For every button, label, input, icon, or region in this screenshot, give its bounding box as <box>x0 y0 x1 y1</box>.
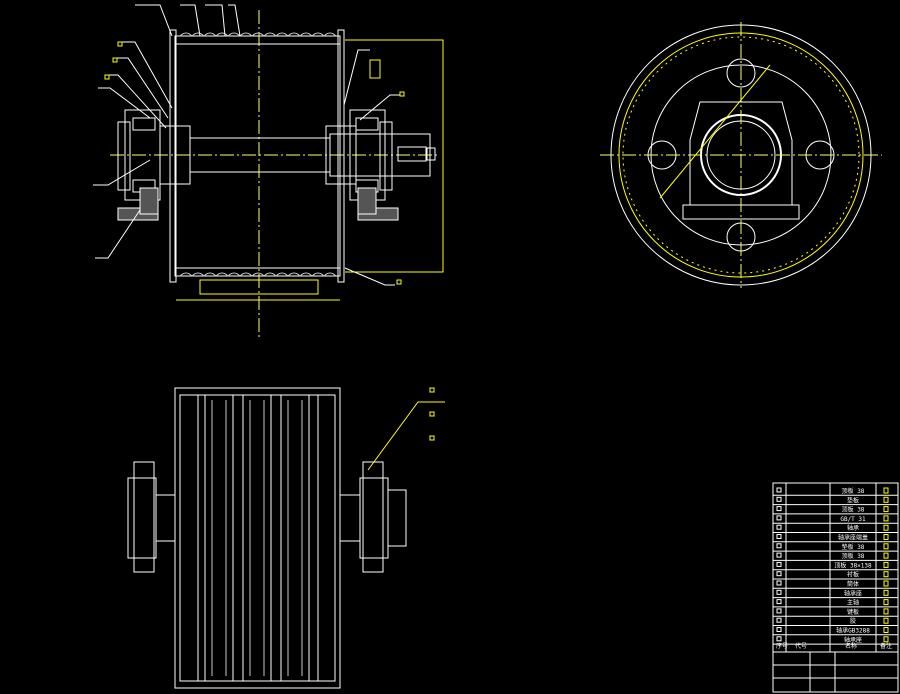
tb-row-qty <box>883 589 889 596</box>
tb-row-name: GB/T 31 <box>840 516 866 523</box>
tb-row-marker <box>776 571 782 577</box>
tb-row-qty <box>883 506 889 513</box>
tb-header-note: 备注 <box>880 642 892 650</box>
tb-row-marker <box>776 617 782 623</box>
tb-row-qty <box>883 617 889 624</box>
tb-row-qty <box>883 627 889 633</box>
tb-row-marker <box>776 599 782 605</box>
tb-row-qty <box>883 552 889 559</box>
tb-row-name: 垫板 38 <box>842 543 865 551</box>
tb-header-seq: 序号 <box>776 642 788 650</box>
tb-row-marker <box>776 561 782 567</box>
tb-row-name: 轴承 <box>847 524 859 532</box>
tb-header-name: 名称 <box>845 642 857 650</box>
tb-row-qty <box>883 561 889 568</box>
tb-row-qty <box>883 580 889 587</box>
tb-row-qty <box>883 496 889 503</box>
tb-row-marker <box>776 515 782 521</box>
tb-row-marker <box>776 552 782 558</box>
tb-row-qty <box>883 636 889 643</box>
tb-row-name: 轴承座端盖 <box>838 534 868 542</box>
tb-row-marker <box>776 608 782 614</box>
tb-row-name: 胶 <box>850 617 856 625</box>
tb-row-qty <box>883 487 889 494</box>
tb-row-name: 衬板 <box>847 571 859 579</box>
drum-section-view <box>93 4 444 338</box>
drum-front-view <box>127 387 445 689</box>
tb-row-marker <box>776 543 782 549</box>
tb-row-marker <box>776 534 782 539</box>
tb-row-name: 轴承座 <box>844 636 862 644</box>
tb-row-name: 主轴 <box>847 599 859 607</box>
tb-row-marker <box>776 589 782 595</box>
tb-row-marker <box>776 627 782 632</box>
tb-row-marker <box>776 487 782 493</box>
tb-row-marker <box>776 580 782 586</box>
tb-row-name: 顶板 38 <box>842 552 865 560</box>
tb-row-qty <box>883 515 889 522</box>
tb-row-qty <box>883 534 889 540</box>
tb-row-name: 顶板 38 <box>842 487 865 495</box>
tb-row-qty <box>883 571 889 578</box>
tb-row-marker <box>776 496 782 502</box>
tb-row-name: 筒体 <box>847 580 859 588</box>
tb-row-marker <box>776 506 782 512</box>
tb-row-marker <box>776 636 782 642</box>
tb-row-qty <box>883 524 889 531</box>
tb-row-qty <box>883 599 889 606</box>
tb-row-name: 键板 <box>847 608 859 616</box>
tb-row-name: 顶板 38×138 <box>834 561 872 569</box>
tb-row-qty <box>883 608 889 615</box>
tb-header-code: 代号 <box>795 642 807 650</box>
tb-row-marker <box>776 524 782 530</box>
drum-end-view <box>600 22 882 288</box>
tb-row-qty <box>883 543 889 550</box>
tb-row-name: 轴承座 <box>844 589 862 597</box>
tb-row-name: 轴承GB3288 <box>836 627 870 635</box>
tb-row-name: 顶板 38 <box>842 506 865 514</box>
tb-row-name: 垫板 <box>847 496 859 504</box>
